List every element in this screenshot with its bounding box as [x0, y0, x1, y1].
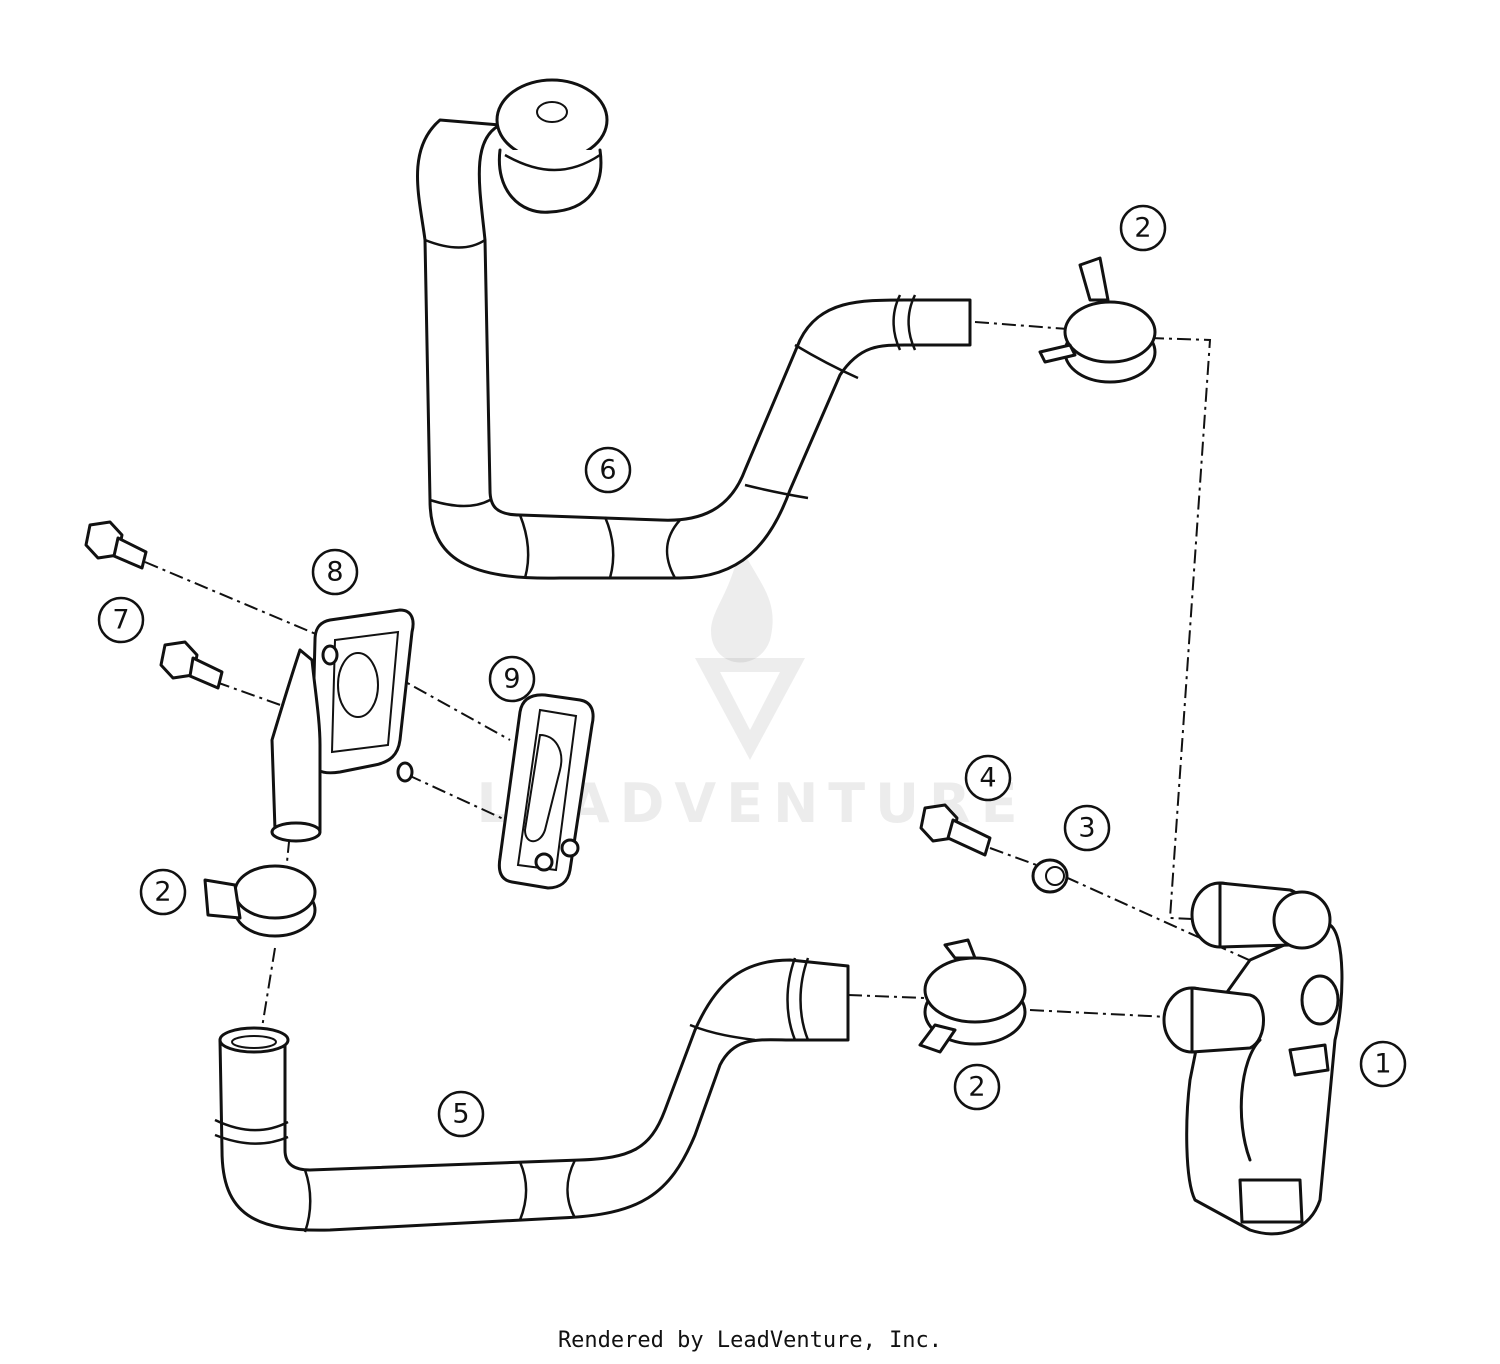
callout-label-3: 3	[1078, 813, 1095, 844]
cover-9	[497, 693, 595, 890]
callout-5: 5	[437, 1090, 485, 1138]
bolt-7-upper	[84, 520, 148, 570]
callout-1: 1	[1359, 1040, 1407, 1088]
valve-1	[1162, 881, 1344, 1236]
callout-label-2-left: 2	[154, 877, 171, 908]
hose-clamp-middle	[203, 864, 317, 938]
hose-6	[416, 78, 972, 580]
footer-credit: Rendered by LeadVenture, Inc.	[557, 1328, 943, 1353]
callout-4: 4	[964, 754, 1012, 802]
hose-clamp-upper	[1038, 256, 1157, 384]
callout-label-2-top: 2	[1134, 213, 1151, 244]
bolt-4	[919, 803, 992, 857]
callout-2-left: 2	[139, 868, 187, 916]
callout-2-bottom: 2	[953, 1063, 1001, 1111]
hose-5	[214, 957, 850, 1233]
callout-6: 6	[584, 446, 632, 494]
callout-2-top: 2	[1119, 204, 1167, 252]
callout-label-2-bottom: 2	[968, 1072, 985, 1103]
callout-3: 3	[1063, 804, 1111, 852]
washer-3	[1031, 858, 1069, 894]
bolt-7-lower	[159, 640, 224, 690]
callout-label-8: 8	[326, 557, 343, 588]
callout-7: 7	[97, 596, 145, 644]
housing-8	[270, 608, 415, 843]
callout-9: 9	[488, 655, 536, 703]
callout-label-1: 1	[1374, 1049, 1391, 1080]
callout-label-5: 5	[452, 1099, 469, 1130]
watermark-logo	[695, 545, 805, 760]
callout-label-9: 9	[503, 664, 520, 695]
hose-clamp-lower	[918, 938, 1027, 1054]
callout-label-7: 7	[112, 605, 129, 636]
callout-label-4: 4	[979, 763, 996, 794]
callout-label-6: 6	[599, 455, 616, 486]
callout-8: 8	[311, 548, 359, 596]
